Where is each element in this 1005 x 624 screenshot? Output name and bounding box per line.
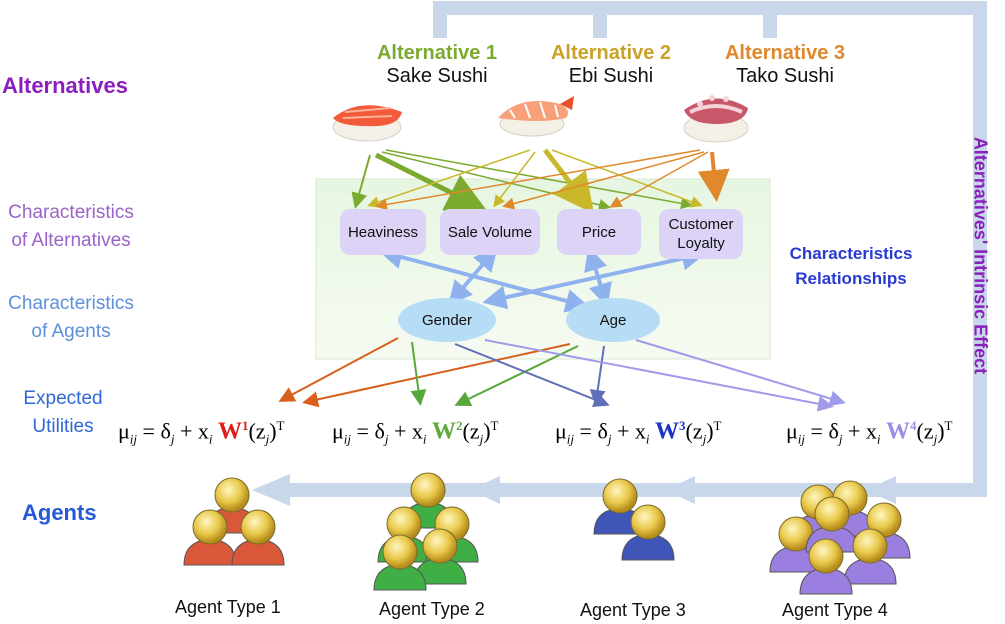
alternative-2-name: Ebi Sushi	[568, 65, 654, 87]
agent-person-icon	[843, 528, 897, 585]
alternative-1-name: Sake Sushi	[386, 65, 488, 87]
intrinsic-effect-frame	[290, 1, 987, 497]
alternative-2-title: Alternative 2	[550, 42, 672, 64]
alternative-3-title: Alternative 3	[724, 42, 846, 64]
alternative-3-header: Alternative 3 Tako Sushi	[714, 42, 856, 88]
row-label-expected-utilities: Expected Utilities	[10, 385, 116, 441]
row-label-characteristics-agents: Characteristics of Agents	[0, 290, 142, 346]
agent-type-2-label: Agent Type 2	[379, 599, 485, 619]
node-customer-loyalty: Customer Loyalty	[659, 209, 743, 259]
row-label-characteristics-alternatives: Characteristics of Alternatives	[0, 199, 142, 255]
relationships-line1: Characteristics	[789, 244, 913, 263]
customer-loyalty-line2: Loyalty	[677, 235, 725, 252]
node-sale-volume: Sale Volume	[440, 209, 540, 255]
characteristic-to-utility-arrows	[278, 337, 846, 412]
utility-formula-2: μij = δj + xi W2(zj)T	[332, 418, 499, 447]
utility-formula-1: μij = δj + xi W1(zj)T	[118, 418, 285, 447]
agent-type-4-label: Agent Type 4	[782, 600, 888, 620]
flow-arrowheads	[252, 474, 896, 506]
alternative-1-title: Alternative 1	[376, 42, 498, 64]
expected-line2: Utilities	[32, 416, 94, 437]
customer-loyalty-line1: Customer	[668, 216, 734, 233]
agent-person-icon	[231, 509, 285, 566]
node-age: Age	[566, 298, 660, 342]
characteristics-relationships-label: Characteristics Relationships	[776, 241, 926, 291]
agent-type-3-label: Agent Type 3	[580, 600, 686, 620]
relationships-line2: Relationships	[795, 269, 907, 288]
agent-person-icon	[413, 528, 467, 585]
node-price: Price	[557, 209, 641, 255]
sushi-sake-image	[332, 105, 402, 142]
agent-person-icon	[183, 509, 237, 566]
relationship-arrows	[378, 245, 706, 313]
agent-person-icon	[373, 534, 427, 591]
sushi-tako-image	[683, 95, 749, 143]
node-gender: Gender	[398, 298, 496, 342]
node-heaviness: Heaviness	[340, 209, 426, 255]
sushi-ebi-image	[498, 96, 574, 137]
intrinsic-effect-text: Alternatives' Intrinsic Effect	[970, 136, 991, 375]
alternative-1-header: Alternative 1 Sake Sushi	[366, 42, 508, 88]
char-alt-line2: of Alternatives	[11, 230, 131, 251]
agent-groups	[183, 472, 911, 595]
agent-group-3	[593, 478, 675, 561]
row-label-agents: Agents	[22, 500, 97, 525]
agent-person-icon	[621, 504, 675, 561]
alternative-2-header: Alternative 2 Ebi Sushi	[540, 42, 682, 88]
agent-person-icon	[799, 538, 853, 595]
row-label-alternatives: Alternatives	[2, 73, 128, 98]
expected-line1: Expected	[23, 388, 103, 409]
agent-group-4	[769, 480, 911, 595]
agent-group-2	[373, 472, 479, 591]
alternative-to-characteristic-arrows	[351, 148, 730, 214]
alternative-3-name: Tako Sushi	[736, 65, 834, 87]
char-alt-line1: Characteristics	[8, 202, 134, 223]
utility-formula-3: μij = δj + xi W3(zj)T	[555, 418, 722, 447]
char-agent-line2: of Agents	[31, 321, 111, 342]
agent-type-1-label: Agent Type 1	[175, 597, 281, 617]
char-agent-line1: Characteristics	[8, 293, 134, 314]
characteristics-box	[315, 178, 771, 360]
utility-formula-4: μij = δj + xi W4(zj)T	[786, 418, 953, 447]
agent-group-1	[183, 477, 285, 566]
intrinsic-effect-label: Alternatives' Intrinsic Effect	[950, 110, 1005, 410]
